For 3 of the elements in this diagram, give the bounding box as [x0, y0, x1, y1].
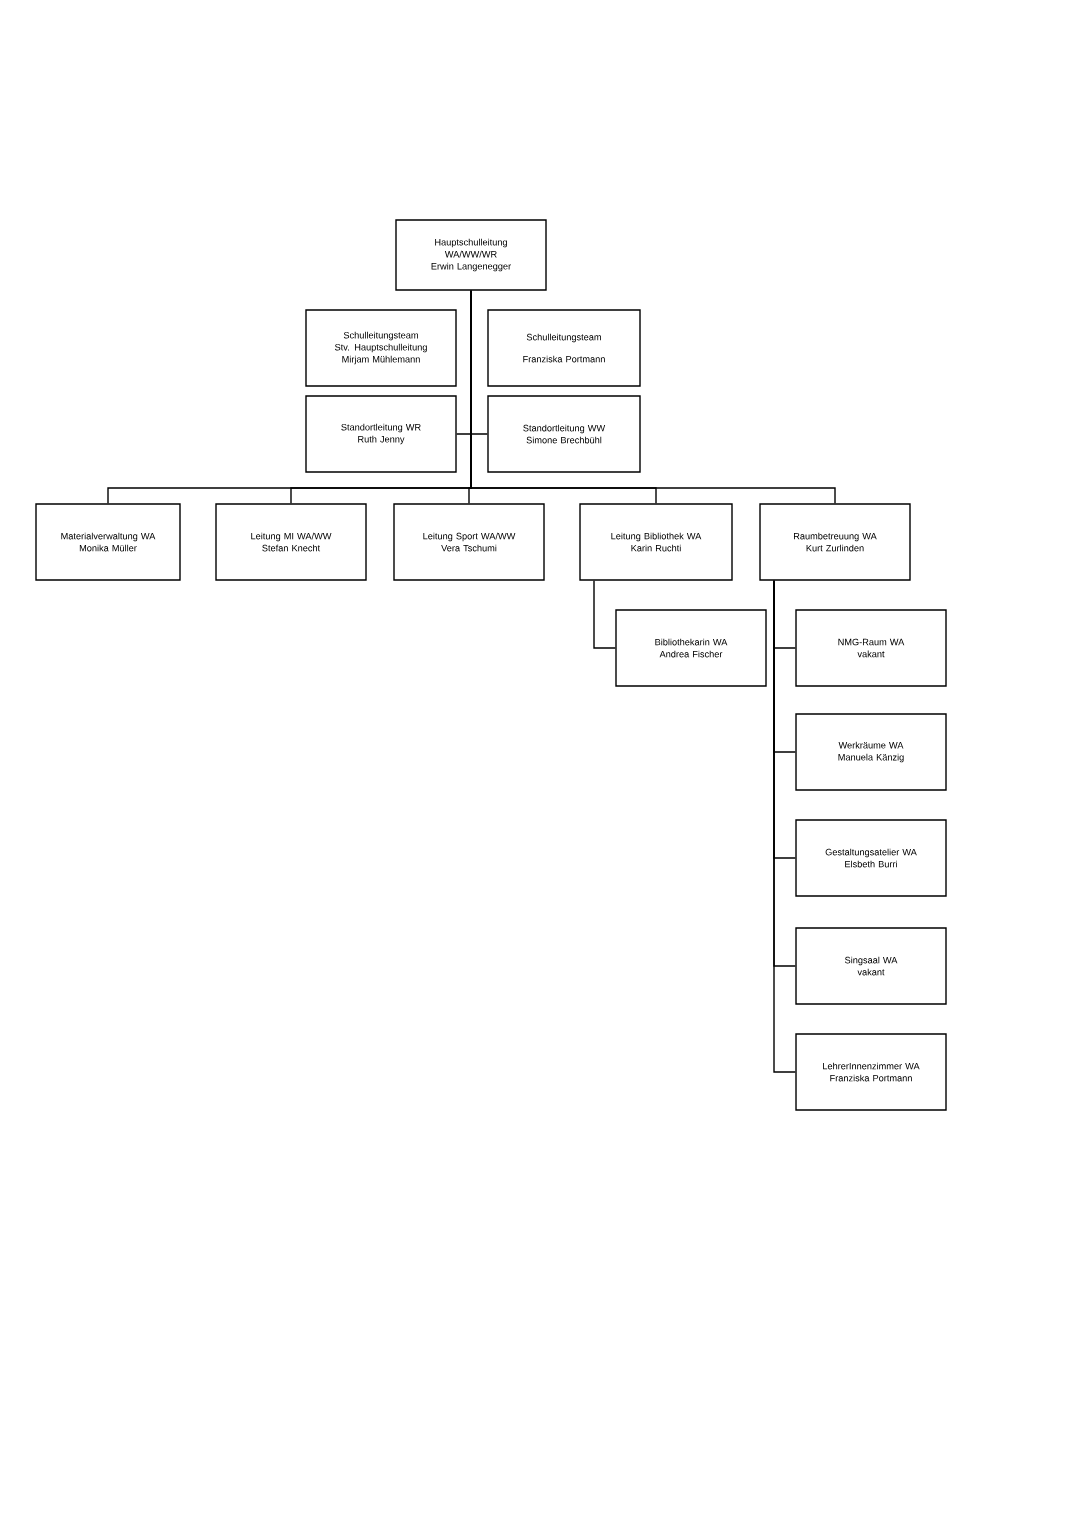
connector-line	[470, 290, 836, 504]
connector-line	[593, 580, 616, 649]
connector-line	[773, 580, 796, 1073]
